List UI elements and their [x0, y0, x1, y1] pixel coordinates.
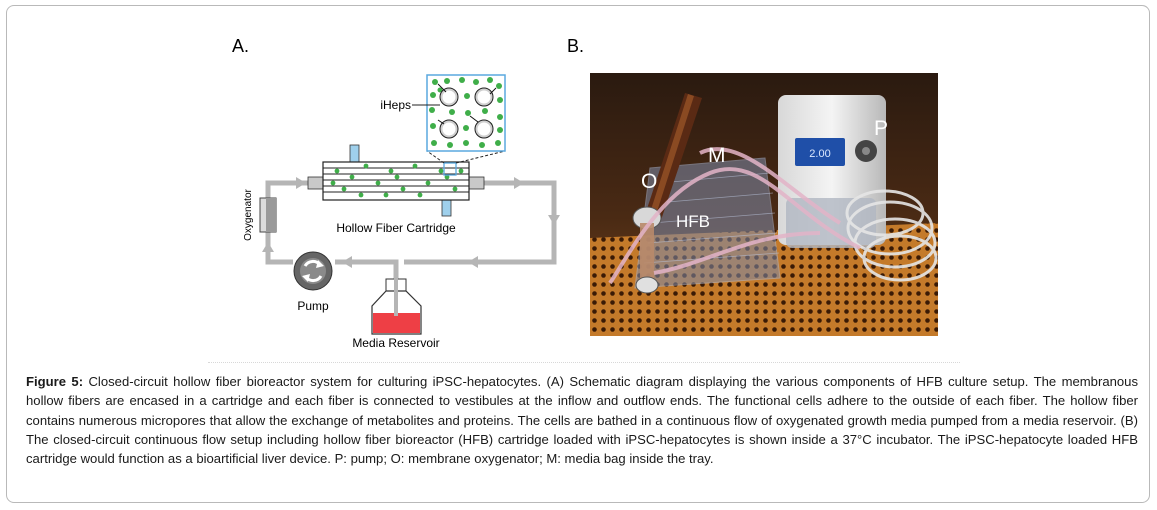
photo-label-p: P [874, 117, 888, 140]
hollow-fiber-cartridge [307, 144, 485, 217]
incubator-photo: 2.00 P M O HFB [590, 73, 938, 336]
panel-b-label: B. [567, 36, 585, 56]
cartridge-label: Hollow Fiber Cartridge [336, 221, 456, 235]
oxygenator [259, 197, 277, 233]
figure-caption: Figure 5: Closed-circuit hollow fiber bi… [26, 372, 1138, 468]
tubing-coil [845, 189, 938, 282]
oxygenator-column [644, 93, 702, 223]
flow-arrows [262, 177, 560, 268]
bioreactor-schematic: Oxygenator Pump Media Reservoir [243, 74, 560, 350]
zoom-lines [426, 150, 506, 164]
pump [293, 251, 333, 291]
photo-label-m: M [708, 144, 726, 167]
caption-heading: Figure 5: [26, 374, 84, 389]
media-tubing [608, 147, 861, 285]
hfb-cartridge [632, 206, 662, 294]
media-reservoir [371, 262, 422, 335]
iheps-label: iHeps [380, 98, 411, 112]
oxygenator-label: Oxygenator [243, 188, 254, 240]
photo-label-o: O [641, 170, 657, 193]
caption-text: Closed-circuit hollow fiber bioreactor s… [26, 374, 1138, 467]
panel-a-label: A. [232, 36, 250, 56]
photo-label-hfb: HFB [676, 212, 710, 231]
figure-divider [208, 362, 960, 363]
media-reservoir-label: Media Reservoir [352, 336, 439, 350]
iheps-inset [426, 74, 506, 152]
pump-label: Pump [297, 299, 329, 313]
pump-display: 2.00 [809, 148, 830, 160]
pump-device: 2.00 [778, 95, 886, 248]
figure-frame [6, 5, 1150, 503]
